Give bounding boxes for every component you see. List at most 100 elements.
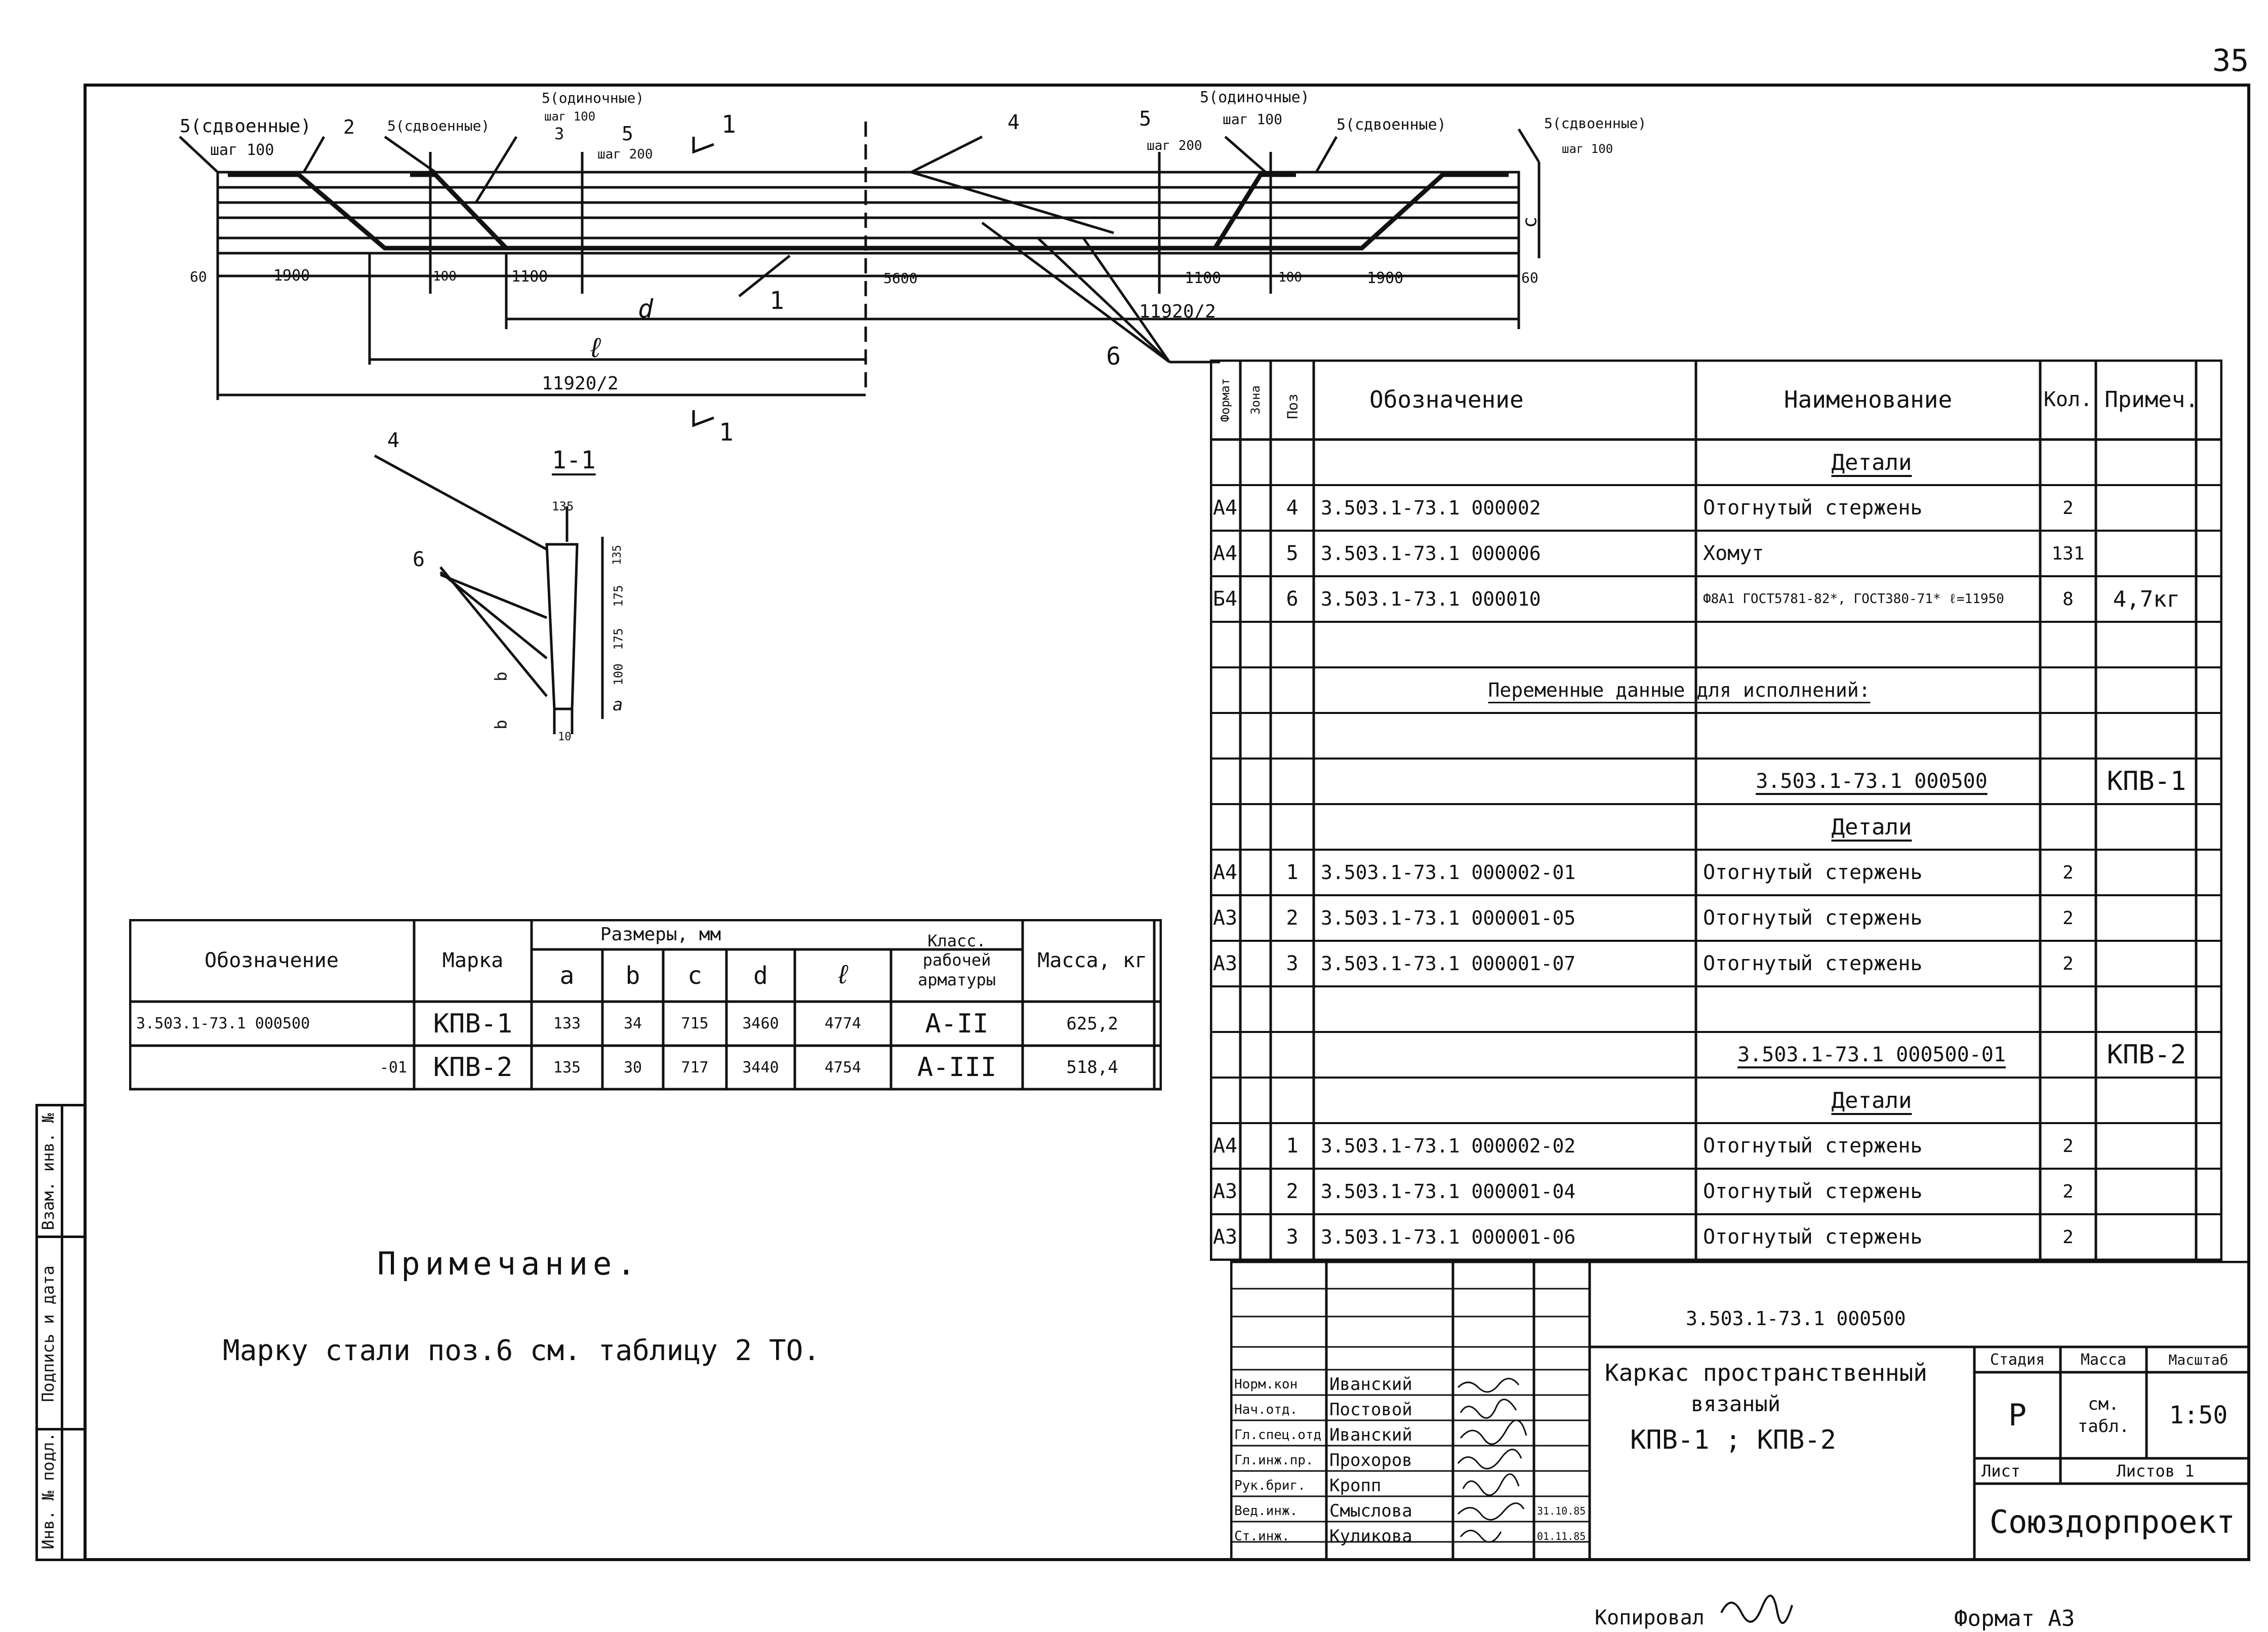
spec-h-format: Формат: [1218, 378, 1232, 422]
spec-cell-qty: 2: [2062, 497, 2074, 519]
vt-r1-a: 135: [553, 1058, 581, 1077]
spec-cell-note: [2096, 667, 2197, 713]
vt-h-class: Класс. рабочей арматуры: [891, 919, 1023, 1002]
spec-cell-name: Отогнутый стержень: [1703, 906, 1923, 930]
spec-cell-note: [2096, 850, 2197, 895]
dim-5600: 5600: [883, 270, 918, 287]
callout-1-bottom: 1: [770, 287, 784, 315]
spec-cell-fmt: [1210, 804, 1240, 850]
dim-60-right: 60: [1521, 269, 1538, 286]
section-title: 1-1: [552, 446, 596, 474]
spec-cell-fmt: [1210, 622, 1240, 667]
tb-mass: см. табл.: [2060, 1372, 2146, 1458]
label-5-double-2: 5(сдвоенные): [387, 117, 490, 134]
spec-cell-note: [2096, 531, 2197, 576]
staff-date: [1534, 1474, 1590, 1498]
note-text: Марку стали поз.6 см. таблицу 2 ТО.: [223, 1334, 821, 1367]
spec-cell-note: [2096, 941, 2197, 986]
spec-h-note: Примеч.: [2104, 386, 2199, 413]
label-step-100-right: шаг 100: [1223, 111, 1283, 128]
spec-h-designation: Обозначение: [1369, 386, 1524, 413]
spec-cell-name: Отогнутый стержень: [1703, 1225, 1923, 1249]
spec-cell-name: [1696, 622, 2040, 667]
vt-h-mass: Масса, кг: [1023, 919, 1162, 1002]
staff-role: Гл.спец.отд: [1234, 1427, 1322, 1443]
dim-1900-right: 1900: [1367, 269, 1404, 287]
spec-cell-qty: 2: [2062, 1135, 2074, 1157]
stamp-signature-date: Подпись и дата: [38, 1265, 58, 1402]
staff-name: Иванский: [1329, 1374, 1412, 1395]
spec-cell-fmt: А3: [1212, 906, 1238, 930]
spec-cell-fmt: А4: [1212, 542, 1238, 565]
dim-1900-left: 1900: [273, 267, 310, 285]
tb-scale: 1:50: [2169, 1401, 2228, 1429]
spec-cell-note: [2096, 1078, 2197, 1123]
spec-cell-qty: [2040, 986, 2096, 1032]
spec-cell-pos: 5: [1286, 542, 1299, 565]
spec-cell-pos: [1271, 1078, 1314, 1123]
vt-r0-class: А-II: [925, 1008, 989, 1039]
spec-cell-name: Отогнутый стержень: [1703, 1134, 1923, 1158]
label-5-center: 5: [622, 123, 633, 145]
dim-1100-left: 1100: [511, 268, 548, 286]
spec-cell-name: 3.503.1-73.1 000500-01: [1737, 1043, 2006, 1066]
vt-r0-a: 133: [553, 1015, 581, 1032]
vt-h-b: b: [625, 961, 640, 990]
section-dim-side-a: a: [613, 695, 623, 715]
spec-cell-pos: [1271, 667, 1314, 713]
section-mark-bottom: 1: [719, 418, 734, 447]
staff-date: [1534, 1423, 1590, 1447]
label-dim-c: c: [1518, 216, 1541, 228]
vt-r1-designation: -01: [379, 1058, 407, 1077]
spec-cell-qty: 2: [2062, 1226, 2074, 1248]
tb-org: Союздорпроект: [1989, 1503, 2236, 1540]
vt-r1-c: 717: [681, 1058, 709, 1077]
vt-h-l: ℓ: [835, 960, 851, 990]
spec-cell-fmt: [1210, 713, 1240, 759]
vt-r1-mass: 518,4: [1066, 1057, 1118, 1078]
vt-r1-mark: КПВ-2: [433, 1052, 513, 1083]
spec-cell-note: 4,7кг: [2113, 586, 2180, 612]
dim-half-right: 11920/2: [1139, 301, 1216, 322]
spec-cell-pos: 3: [1286, 1225, 1299, 1249]
section-dim-side-3: 100: [611, 663, 626, 686]
spec-cell-des: 3.503.1-73.1 000001-05: [1321, 907, 1576, 929]
spec-cell-name: Детали: [1831, 814, 1912, 840]
spec-cell-des: 3.503.1-73.1 000002: [1321, 497, 1541, 519]
spec-cell-fmt: А3: [1212, 1180, 1238, 1203]
note-title: Примечание.: [377, 1245, 641, 1282]
tb-h-scale: Масштаб: [2168, 1351, 2229, 1368]
spec-cell-des: [1314, 986, 1696, 1032]
spec-cell-note: КПВ-2: [2107, 1040, 2186, 1070]
tb-h-stage: Стадия: [1990, 1350, 2045, 1369]
staff-name: Куликова: [1329, 1526, 1412, 1546]
label-5-single-right: 5(одиночные): [1200, 89, 1310, 106]
dim-100-right: 100: [1278, 270, 1302, 285]
spec-cell-des: [1314, 622, 1696, 667]
spec-cell-pos: 3: [1286, 952, 1299, 975]
vt-h-sizes: Размеры, мм: [600, 924, 721, 945]
spec-cell-fmt: [1210, 986, 1240, 1032]
staff-date: [1534, 1372, 1590, 1397]
tb-doc-number: 3.503.1-73.1 000500: [1686, 1307, 1906, 1330]
spec-cell-fmt: А3: [1212, 952, 1238, 975]
spec-cell-note: [2096, 1214, 2197, 1260]
label-5-double-right: 5(сдвоенные): [1336, 116, 1446, 134]
spec-cell-qty: [2040, 622, 2096, 667]
dim-1100-right: 1100: [1185, 269, 1222, 287]
label-5-double-end: 5(сдвоенные): [1544, 115, 1647, 132]
spec-cell-note: [2096, 1123, 2197, 1169]
staff-role: Норм.кон: [1234, 1377, 1298, 1392]
spec-cell-qty: [2040, 759, 2096, 804]
dim-d: d: [638, 294, 654, 324]
spec-cell-note: [2096, 713, 2197, 759]
section-label-6: 6: [413, 548, 425, 571]
tb-stage: Р: [2008, 1398, 2027, 1433]
section-dim-b: b: [491, 671, 511, 682]
spec-cell-pos: 6: [1286, 587, 1299, 611]
section-dim-side-1: 175: [611, 585, 626, 607]
spec-cell-qty: 2: [2062, 1181, 2074, 1202]
spec-cell-fmt: Б4: [1212, 587, 1238, 611]
label-5-right: 5: [1139, 107, 1152, 131]
spec-cell-pos: [1271, 440, 1314, 485]
